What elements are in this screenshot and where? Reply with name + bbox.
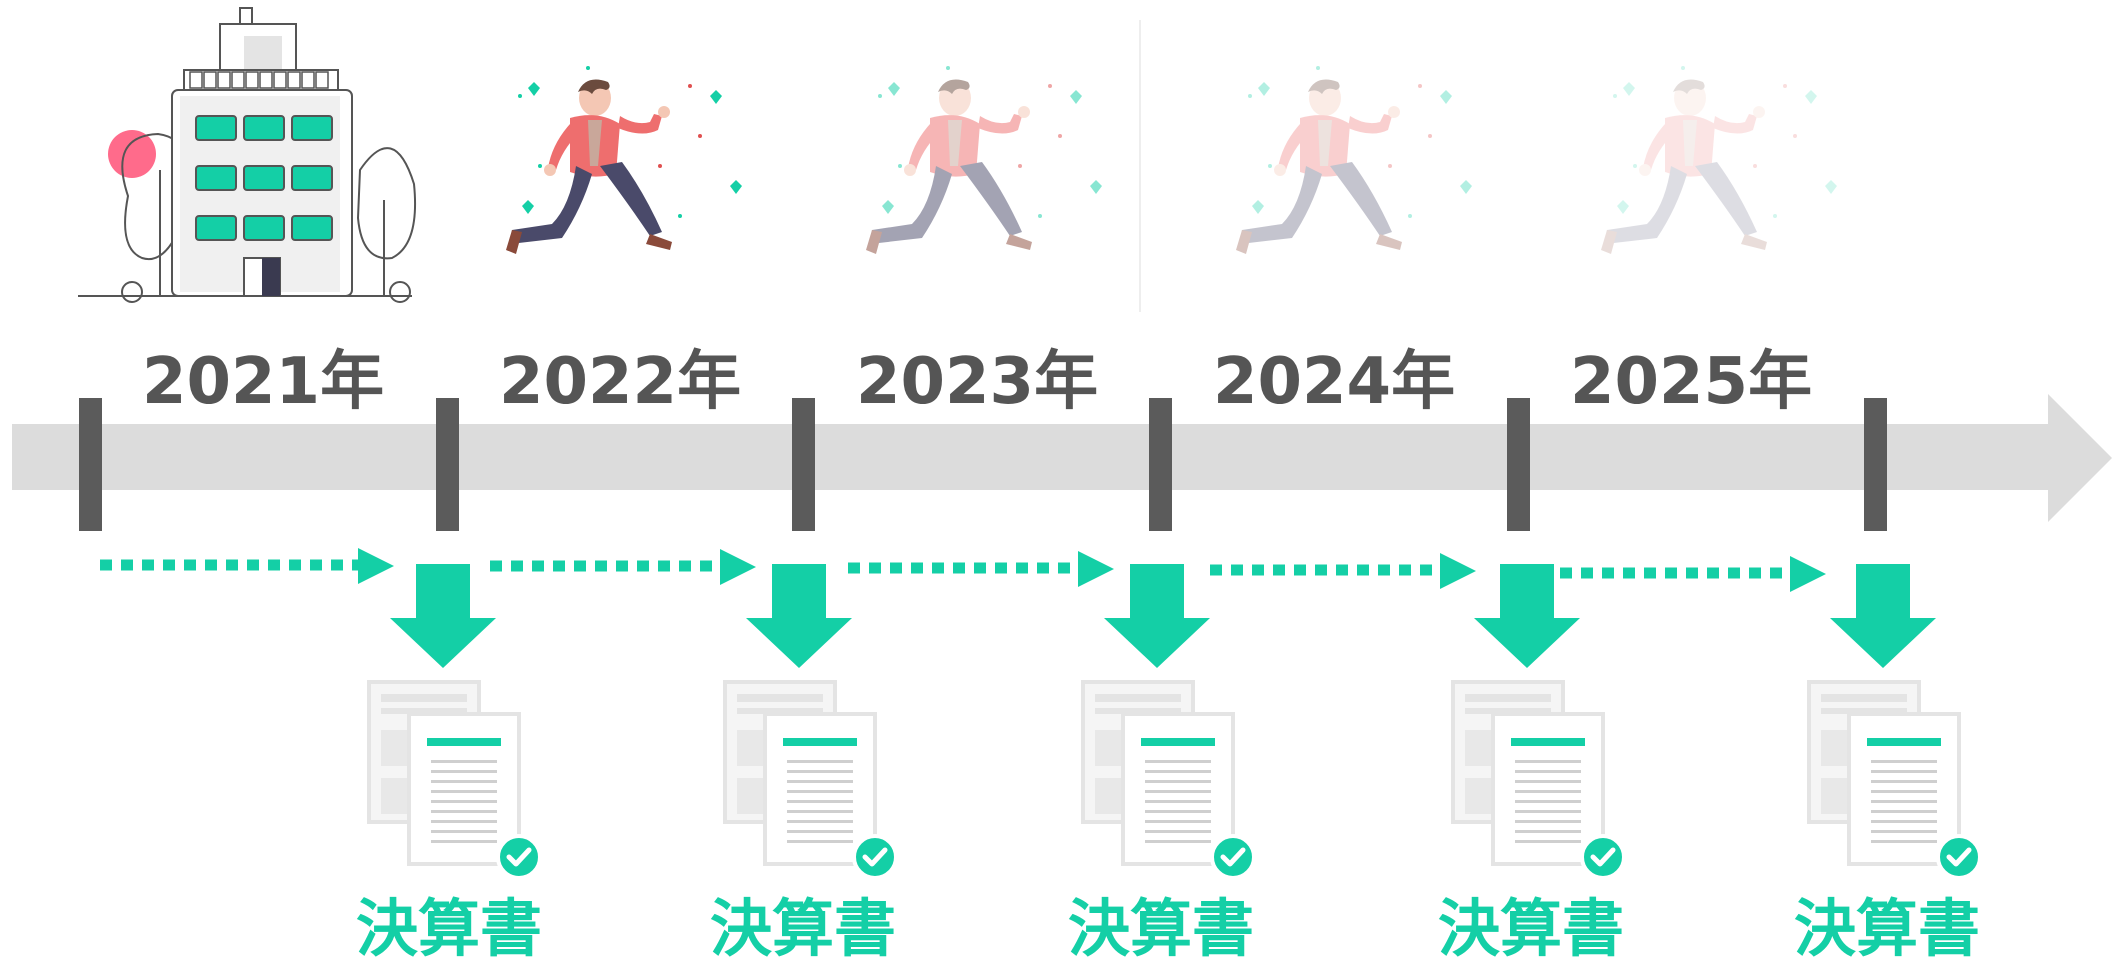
document-label-2022: 決算書 (710, 892, 896, 958)
runner-illustration-2022 (506, 66, 742, 254)
financial-statement-icon-2023 (1083, 682, 1254, 878)
down-arrow-2024 (1474, 564, 1580, 668)
down-arrow-2022 (746, 564, 852, 668)
tick-2024-start (1149, 398, 1172, 531)
financial-statement-icon-2022 (725, 682, 896, 878)
year-label-2021: 2021年 (142, 345, 384, 419)
year-label-2025: 2025年 (1570, 345, 1812, 419)
runner-illustration-2024 (1236, 66, 1472, 254)
year-label-2022: 2022年 (499, 345, 741, 419)
tick-2021-start (79, 398, 102, 531)
down-arrow-2023 (1104, 564, 1210, 668)
financial-statement-icon-2024 (1453, 682, 1624, 878)
dotted-arrow-head-2023 (1078, 551, 1114, 587)
dotted-arrow-head-2025 (1790, 556, 1826, 592)
year-label-2023: 2023年 (856, 345, 1098, 419)
down-arrow-2025 (1830, 564, 1936, 668)
document-label-2021: 決算書 (356, 892, 542, 958)
document-label-2024: 決算書 (1438, 892, 1624, 958)
runner-illustration-2025 (1601, 66, 1837, 254)
document-label-2023: 決算書 (1068, 892, 1254, 958)
tick-2023-start (792, 398, 815, 531)
dotted-arrow-head-2021 (358, 548, 394, 584)
financial-statement-icon-2021 (369, 682, 540, 878)
dotted-arrow-head-2024 (1440, 553, 1476, 589)
tick-2025-end (1864, 398, 1887, 531)
financial-statement-icon-2025 (1809, 682, 1980, 878)
tick-2025-start (1507, 398, 1530, 531)
down-arrow-2021 (390, 564, 496, 668)
year-label-2024: 2024年 (1213, 345, 1455, 419)
document-label-2025: 決算書 (1794, 892, 1980, 958)
dotted-arrow-head-2022 (720, 549, 756, 585)
runner-illustration-2023 (866, 66, 1102, 254)
timeline-arrow (12, 394, 2112, 522)
timeline-ticks (79, 398, 1887, 531)
office-building-illustration (78, 7, 417, 303)
tick-2022-start (436, 398, 459, 531)
